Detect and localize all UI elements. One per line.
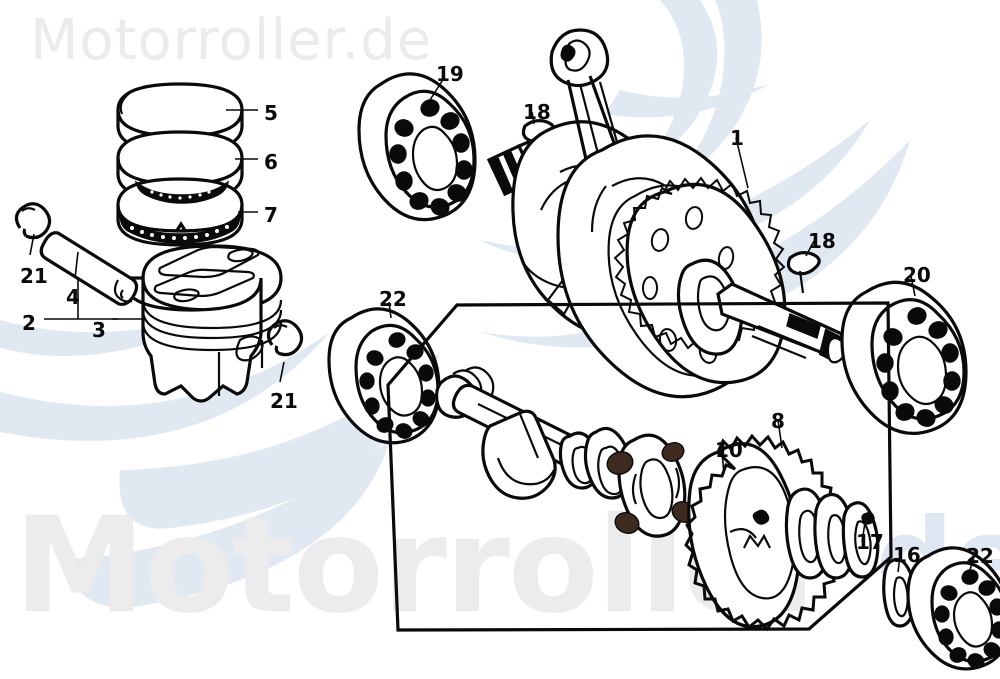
callout-woodruff-key-left[interactable]: 18 xyxy=(523,100,551,124)
crankshaft-assembly xyxy=(486,28,846,399)
ball-bearing-crank-right xyxy=(840,280,968,435)
leader-lines xyxy=(29,77,975,577)
piston-pin-circlip-right xyxy=(266,319,304,357)
ball-bearing-balance-right xyxy=(906,546,1000,671)
callout-piston-pin-circlip-right[interactable]: 21 xyxy=(270,389,298,413)
crank-primary-gear xyxy=(607,176,787,385)
watermark-top: Motorroller.de xyxy=(30,8,433,73)
callout-thrust-washer-set[interactable]: 17 xyxy=(856,530,884,554)
piston-ring-oil xyxy=(116,177,244,247)
callout-ball-bearing-crank-right[interactable]: 20 xyxy=(903,263,931,287)
callout-piston[interactable]: 3 xyxy=(92,318,106,342)
callout-crankshaft-assembly[interactable]: 1 xyxy=(730,126,744,150)
callout-piston-ring-oil[interactable]: 7 xyxy=(264,203,278,227)
callout-balance-shaft-assembly[interactable]: 8 xyxy=(771,409,785,433)
callout-washer[interactable]: 16 xyxy=(893,543,921,567)
callout-ball-bearing-balance-right[interactable]: 22 xyxy=(966,544,994,568)
callout-woodruff-key-right[interactable]: 18 xyxy=(808,229,836,253)
piston xyxy=(121,244,283,403)
callout-piston-kit[interactable]: 2 xyxy=(22,311,36,335)
callout-ball-bearing-crank-left[interactable]: 19 xyxy=(436,62,464,86)
washer xyxy=(882,558,917,628)
callout-piston-pin[interactable]: 4 xyxy=(66,285,80,309)
callout-ball-bearing-balance-left[interactable]: 22 xyxy=(379,287,407,311)
ball-bearing-balance-left xyxy=(327,307,441,445)
woodruff-key-right xyxy=(786,251,821,294)
callout-balancer-driven-gear[interactable]: 10 xyxy=(715,438,743,462)
piston-pin-circlip-left xyxy=(14,202,52,240)
balancer-driven-gear xyxy=(684,433,845,632)
balance-shaft-group-outline xyxy=(386,301,893,632)
thrust-washer-set xyxy=(784,487,880,580)
ball-bearing-crank-left xyxy=(357,72,477,222)
piston-pin xyxy=(39,231,139,306)
callout-piston-pin-circlip-left[interactable]: 21 xyxy=(20,264,48,288)
callout-piston-ring-top[interactable]: 5 xyxy=(264,101,278,125)
callout-piston-ring-second[interactable]: 6 xyxy=(264,150,278,174)
balance-shaft-assembly xyxy=(435,366,697,538)
